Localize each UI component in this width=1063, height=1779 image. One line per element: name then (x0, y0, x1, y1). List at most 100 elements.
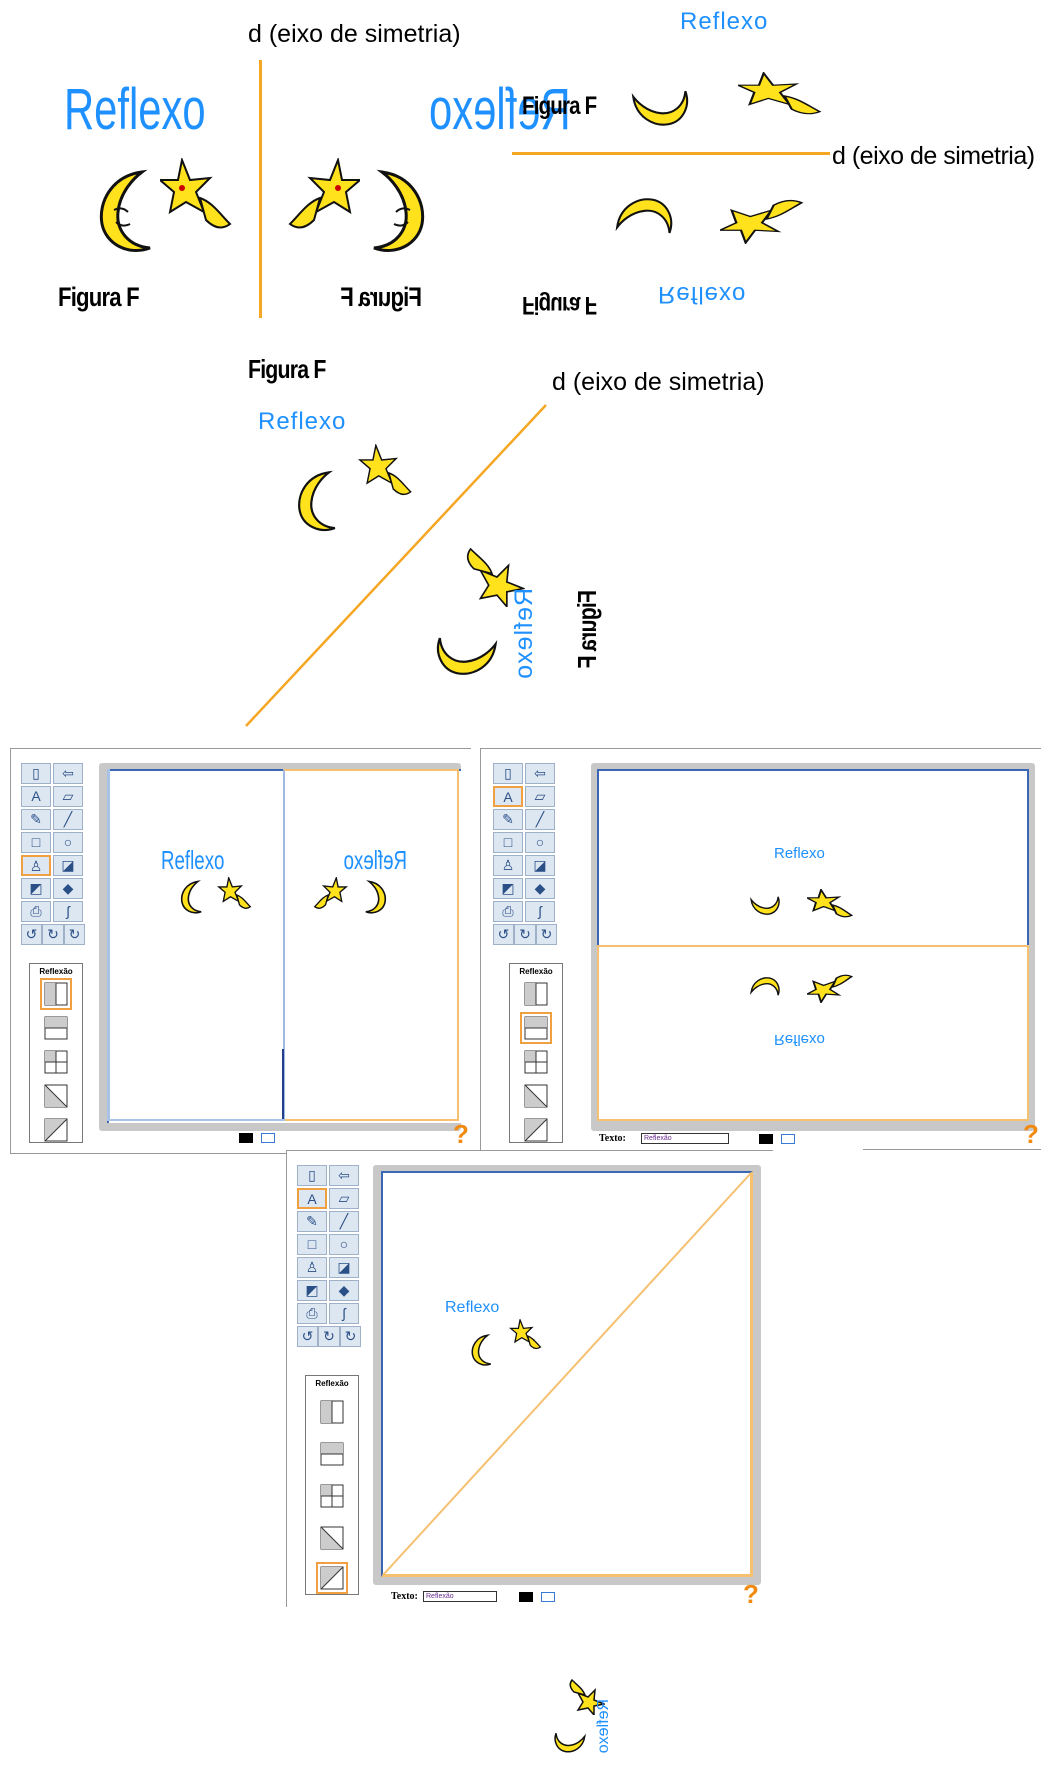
rotate-left-button[interactable]: ↺ (297, 1326, 318, 1347)
canvas-left-border (107, 769, 110, 1121)
pencil-button[interactable]: ✎ (297, 1211, 327, 1232)
stamp-button[interactable]: ♙ (297, 1257, 327, 1278)
text-tool-button[interactable]: A (21, 786, 51, 807)
reflect-diagonal-desc-icon[interactable] (524, 1084, 548, 1108)
print-button[interactable]: ⎙ (297, 1303, 327, 1324)
color-swatch-white[interactable] (781, 1134, 795, 1144)
reflection-panel: Reflexão (29, 963, 83, 1143)
rectangle-button[interactable]: □ (493, 832, 523, 853)
axis-label-3: d (eixo de simetria) (552, 368, 765, 396)
eraser-button[interactable]: ▱ (53, 786, 83, 807)
line-button[interactable]: ╱ (329, 1211, 359, 1232)
rotate-right-button[interactable]: ↻ (340, 1326, 361, 1347)
eraser-button[interactable]: ▱ (329, 1188, 359, 1209)
rectangle-button[interactable]: □ (297, 1234, 327, 1255)
reflect-vertical-icon[interactable] (320, 1400, 344, 1424)
color-swatch-black[interactable] (759, 1134, 773, 1144)
back-button[interactable]: ⇦ (53, 763, 83, 784)
moon-icon-top (631, 90, 689, 126)
reflect-quadrants-icon[interactable] (44, 1050, 68, 1074)
rectangle-button[interactable]: □ (21, 832, 51, 853)
print-button[interactable]: ⎙ (493, 901, 523, 922)
reflection-panel-title: Reflexão (39, 967, 73, 976)
new-page-button[interactable]: ▯ (297, 1165, 327, 1186)
reflect-diagonal-desc-icon[interactable] (44, 1084, 68, 1108)
reflex-word-diag-reflected: Reflexo (510, 588, 540, 708)
rotate-left-button[interactable]: ↺ (493, 924, 514, 945)
reflect-vertical-icon[interactable] (524, 982, 548, 1006)
color-swatch-black[interactable] (239, 1133, 253, 1143)
color-swatch-black[interactable] (519, 1592, 533, 1602)
reflect-diagonal-asc-icon[interactable] (316, 1562, 348, 1594)
help-icon[interactable]: ? (1023, 1119, 1039, 1149)
reflect-diagonal-asc-icon[interactable] (524, 1118, 548, 1142)
paint-bucket-button[interactable]: ◆ (53, 878, 83, 899)
reflect-quadrants-icon[interactable] (320, 1484, 344, 1508)
reflect-vertical-icon[interactable] (40, 978, 72, 1010)
reflect-horizontal-icon[interactable] (520, 1012, 552, 1044)
moon-icon-bottom (615, 198, 673, 234)
spray-button[interactable]: ʃ (525, 901, 555, 922)
star-icon-mirrored (288, 158, 360, 229)
rotate-left-button[interactable]: ↺ (21, 924, 42, 945)
rotate-button[interactable]: ↻ (318, 1326, 340, 1347)
ellipse-button[interactable]: ○ (53, 832, 83, 853)
canvas-reflex-word: Reflexo (161, 845, 225, 875)
rotate-right-button[interactable]: ↻ (64, 924, 85, 945)
paint-bucket-button[interactable]: ◆ (525, 878, 555, 899)
line-button[interactable]: ╱ (525, 809, 555, 830)
rotate-button[interactable]: ↻ (42, 924, 64, 945)
text-label: Texto: (599, 1133, 626, 1144)
text-input[interactable]: Reflexão (641, 1133, 729, 1144)
help-icon[interactable]: ? (743, 1579, 759, 1609)
canvas-reflex-word: Reflexo (445, 1299, 500, 1316)
figure-label-diag-reflected-text: Figura F (572, 590, 602, 668)
line-button[interactable]: ╱ (53, 809, 83, 830)
canvas-moon-icon-flipped (750, 977, 780, 996)
reflect-diagonal-desc-icon[interactable] (320, 1526, 344, 1550)
text-tool-button[interactable]: A (493, 786, 523, 807)
paint-bucket-button[interactable]: ◆ (329, 1280, 359, 1301)
color-swatch-white[interactable] (261, 1133, 275, 1143)
fill-stamp-button[interactable]: ◩ (493, 878, 523, 899)
pencil-button[interactable]: ✎ (493, 809, 523, 830)
reflect-horizontal-icon[interactable] (44, 1016, 68, 1040)
reflect-diagonal-asc-icon[interactable] (44, 1118, 68, 1142)
app-window-vertical: ▯ ⇦ A ▱ ✎ ╱ □ ○ ♙ ◪ ◩ ◆ ⎙ ʃ ↺ ↻ ↻ Reflex… (10, 748, 471, 1154)
color-swatch-white[interactable] (541, 1592, 555, 1602)
spray-button[interactable]: ʃ (53, 901, 83, 922)
text-tool-button[interactable]: A (297, 1188, 327, 1209)
spray-button[interactable]: ʃ (329, 1303, 359, 1324)
eraser-button[interactable]: ▱ (525, 786, 555, 807)
select-button[interactable]: ◪ (329, 1257, 359, 1278)
select-button[interactable]: ◪ (53, 855, 83, 876)
rotate-right-button[interactable]: ↻ (536, 924, 557, 945)
stamp-button[interactable]: ♙ (21, 855, 51, 876)
new-page-button[interactable]: ▯ (493, 763, 523, 784)
reflect-quadrants-icon[interactable] (524, 1050, 548, 1074)
reflect-horizontal-icon[interactable] (320, 1442, 344, 1466)
help-icon[interactable]: ? (453, 1119, 469, 1149)
reflex-word-flipped: Reflexo (658, 280, 746, 308)
new-page-button[interactable]: ▯ (21, 763, 51, 784)
drawing-canvas[interactable] (597, 769, 1029, 945)
star-icon-diag-reflected (466, 547, 525, 607)
moon-icon (99, 169, 151, 252)
fill-stamp-button[interactable]: ◩ (297, 1280, 327, 1301)
text-input[interactable]: Reflexão (423, 1591, 497, 1602)
select-button[interactable]: ◪ (525, 855, 555, 876)
pencil-button[interactable]: ✎ (21, 809, 51, 830)
figure-label-top: Figura F (522, 92, 597, 120)
canvas-reflex-word-flipped-text: Reflexo (595, 1699, 612, 1754)
back-button[interactable]: ⇦ (525, 763, 555, 784)
stamp-button[interactable]: ♙ (493, 855, 523, 876)
reflex-word-diag-reflected-text: Reflexo (510, 588, 538, 680)
ellipse-button[interactable]: ○ (329, 1234, 359, 1255)
print-button[interactable]: ⎙ (21, 901, 51, 922)
moon-icon-diag (298, 470, 336, 532)
back-button[interactable]: ⇦ (329, 1165, 359, 1186)
fill-stamp-button[interactable]: ◩ (21, 878, 51, 899)
rotate-button[interactable]: ↻ (514, 924, 536, 945)
star-icon-top (738, 72, 822, 115)
ellipse-button[interactable]: ○ (525, 832, 555, 853)
